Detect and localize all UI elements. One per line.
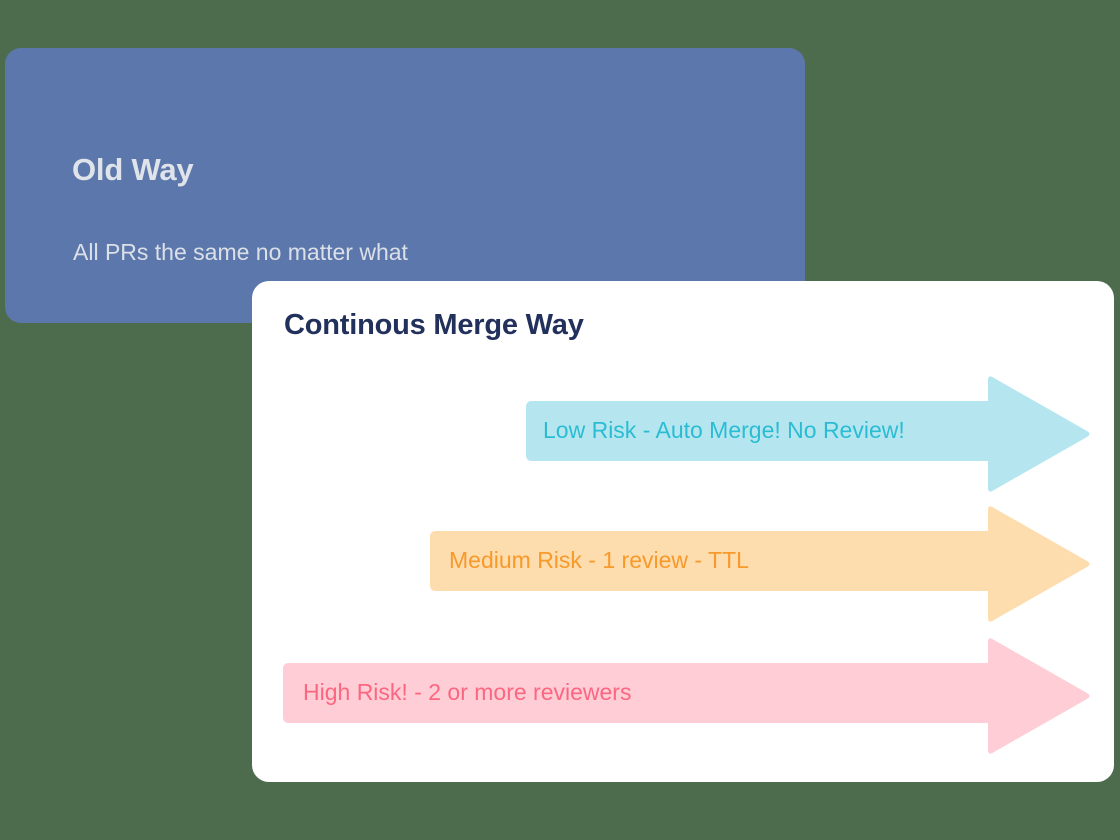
low-risk-arrow-label: Low Risk - Auto Merge! No Review! xyxy=(543,417,905,443)
old-way-card: Old Way All PRs the same no matter what xyxy=(5,48,805,323)
medium-risk-arrow-label: Medium Risk - 1 review - TTL xyxy=(449,547,749,573)
medium-risk-arrow-icon xyxy=(430,506,1090,622)
high-risk-arrow-label: High Risk! - 2 or more reviewers xyxy=(303,679,632,705)
old-way-title: Old Way xyxy=(72,152,194,187)
high-risk-arrow-icon xyxy=(283,638,1090,754)
continuous-merge-way-title: Continous Merge Way xyxy=(284,309,584,341)
medium-risk-arrow-row: Medium Risk - 1 review - TTL xyxy=(430,504,1090,624)
continuous-merge-way-card: Continous Merge Way Low Risk - Auto Merg… xyxy=(252,281,1114,782)
low-risk-arrow-icon xyxy=(526,376,1090,492)
low-risk-arrow-row: Low Risk - Auto Merge! No Review! xyxy=(526,374,1090,494)
old-way-subtitle: All PRs the same no matter what xyxy=(73,239,408,265)
high-risk-arrow-row: High Risk! - 2 or more reviewers xyxy=(283,636,1090,756)
